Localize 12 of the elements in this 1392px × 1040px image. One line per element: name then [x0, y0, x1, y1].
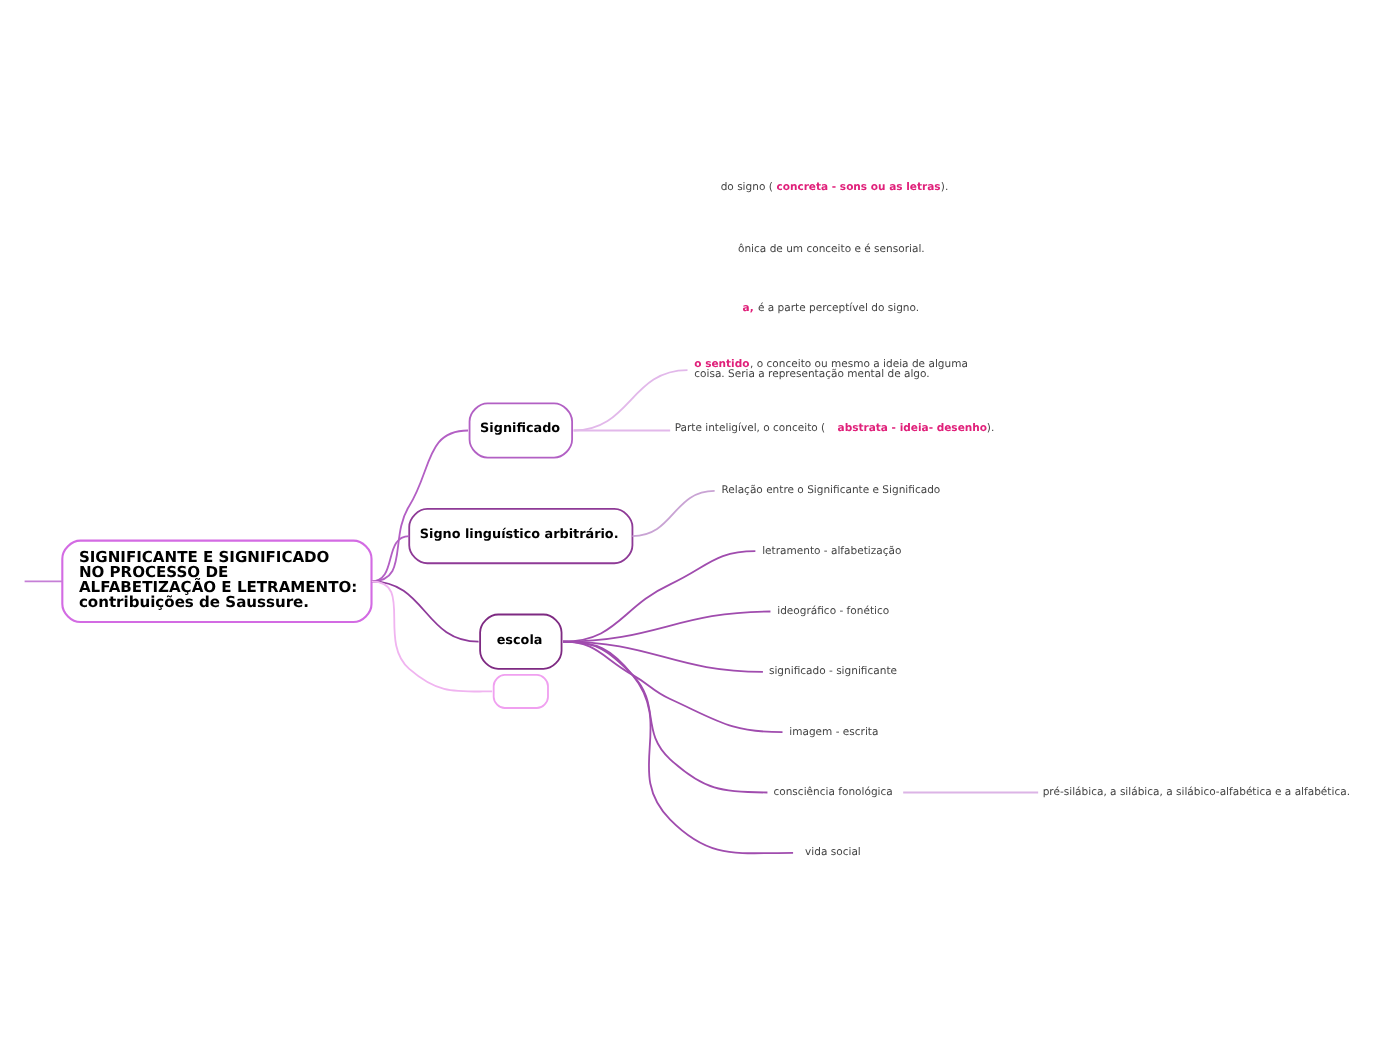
connector — [631, 488, 716, 536]
connector — [902, 790, 1040, 793]
connector — [572, 368, 689, 431]
connector — [562, 639, 794, 854]
connector — [23, 579, 64, 582]
connector — [562, 549, 757, 642]
node-box: SIGNIFICANTE E SIGNIFICADO NO PROCESSO DE ALFABETIZAÇÃO E LETRAMENTO: contribuições de Saussure. — [61, 538, 373, 623]
connector — [370, 428, 469, 582]
connector — [572, 428, 672, 431]
connector — [370, 534, 411, 582]
connector — [370, 579, 494, 692]
node-box — [492, 672, 549, 708]
